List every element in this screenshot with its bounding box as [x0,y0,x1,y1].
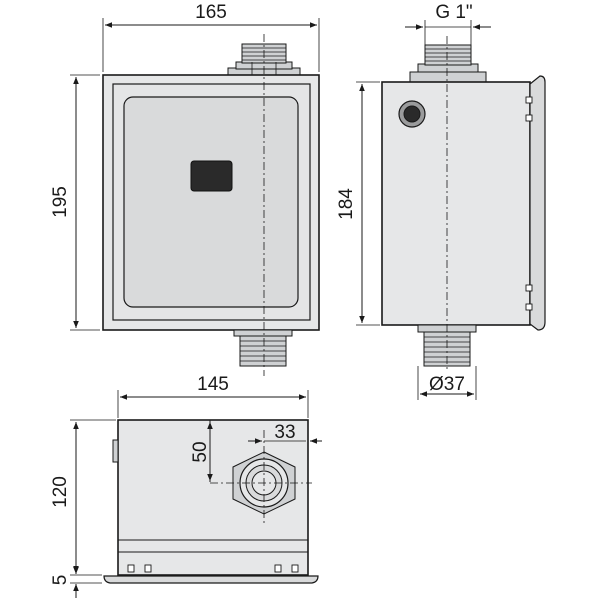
front-view: 165 195 [50,2,320,376]
side-slot [525,114,533,122]
dim-flange-thickness: 5 [50,575,71,586]
side-front-plate [529,75,546,331]
dim-front-width: 165 [195,2,227,23]
dim-bottom-width: 145 [197,374,229,395]
bottom-view: 145 120 5 50 33 [50,374,322,598]
front-bottom-outlet [233,329,293,367]
side-top-connector [409,44,487,83]
bottom-flange [103,575,319,584]
dim-offset-vertical: 50 [190,441,211,462]
dim-bottom-depth: 120 [50,476,71,508]
dim-side-height: 184 [336,188,357,220]
dim-front-height: 195 [50,186,71,218]
front-cover-plate [123,96,299,308]
side-slot [525,96,533,104]
sensor-window [190,160,233,192]
bottom-slot [127,564,135,573]
side-slot [525,284,533,292]
dim-side-thread: G 1" [435,2,472,23]
side-slot [525,303,533,311]
bottom-slot [274,564,282,573]
bottom-slot [291,564,299,573]
dim-offset-horizontal: 33 [274,422,295,443]
side-view: G 1" 184 Ø37 [336,2,546,400]
bottom-slot [144,564,152,573]
dim-outlet-diameter: Ø37 [429,374,465,395]
